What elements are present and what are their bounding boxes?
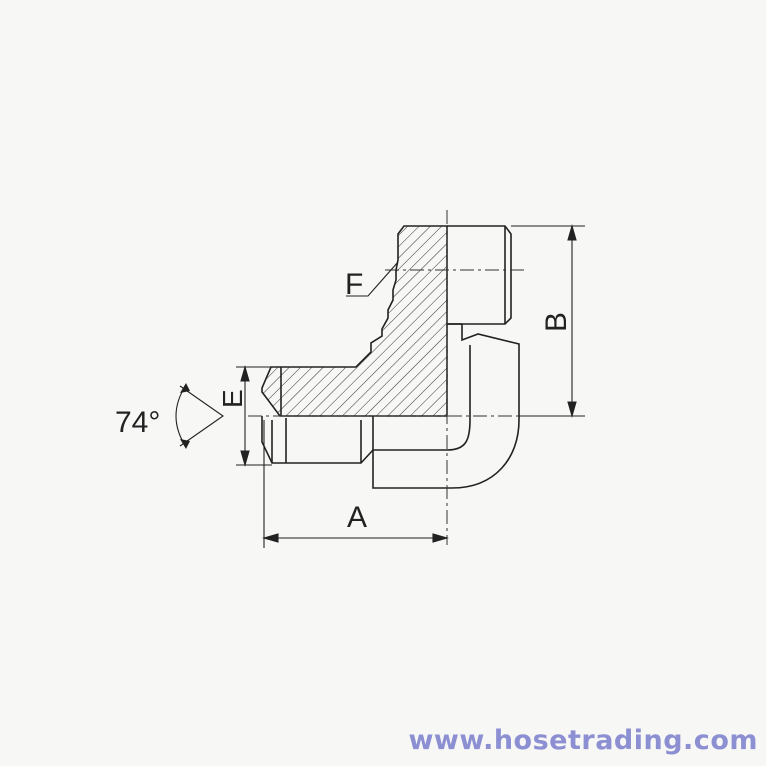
dimension-e-label: E	[217, 389, 248, 408]
dimension-f-leader	[346, 261, 399, 297]
website-watermark: www.hosetrading.com	[408, 725, 758, 756]
upper-pipe-outline	[447, 225, 512, 325]
dimension-f-label: F	[345, 268, 363, 301]
angle-chevron	[179, 385, 224, 447]
angle-arc	[175, 384, 187, 448]
dimension-b-label: B	[540, 312, 573, 332]
elbow-body	[372, 324, 520, 489]
dimension-a-label: A	[347, 501, 367, 534]
angle-label: 74°	[115, 406, 160, 439]
section-hatch	[261, 225, 448, 417]
arm-lower-outline	[261, 416, 374, 464]
